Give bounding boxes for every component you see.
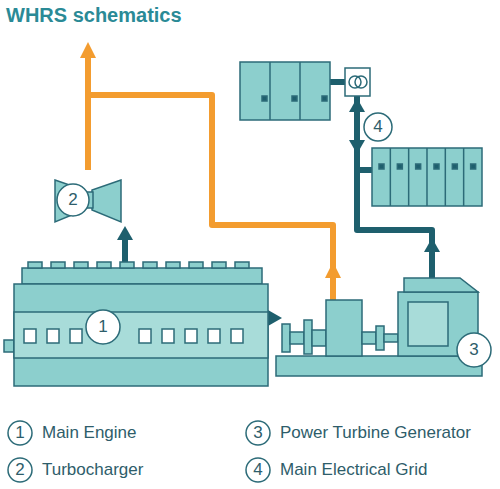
power-turbine-generator (276, 278, 482, 376)
power-cable (357, 167, 372, 173)
callout-number: 1 (98, 317, 107, 337)
callout-number: 2 (15, 460, 24, 480)
legend-text: Turbocharger (42, 460, 143, 480)
callout-number: 3 (469, 340, 478, 360)
callout-number: 1 (15, 423, 24, 443)
legend-text: Main Electrical Grid (280, 460, 427, 480)
main-engine (4, 262, 268, 386)
callout-number: 2 (68, 190, 77, 210)
callout-circles (8, 113, 491, 482)
callout-number: 4 (373, 117, 382, 137)
diagram-title: WHRS schematics (6, 4, 182, 27)
exhaust-pipe (85, 58, 91, 170)
legend-text: Power Turbine Generator (280, 423, 471, 443)
legend-text: Main Engine (42, 423, 137, 443)
power-cable (330, 79, 345, 85)
main-electrical-grid (240, 62, 482, 206)
callout-number: 4 (253, 460, 262, 480)
turbocharger (55, 180, 121, 222)
callout-number: 3 (253, 423, 262, 443)
